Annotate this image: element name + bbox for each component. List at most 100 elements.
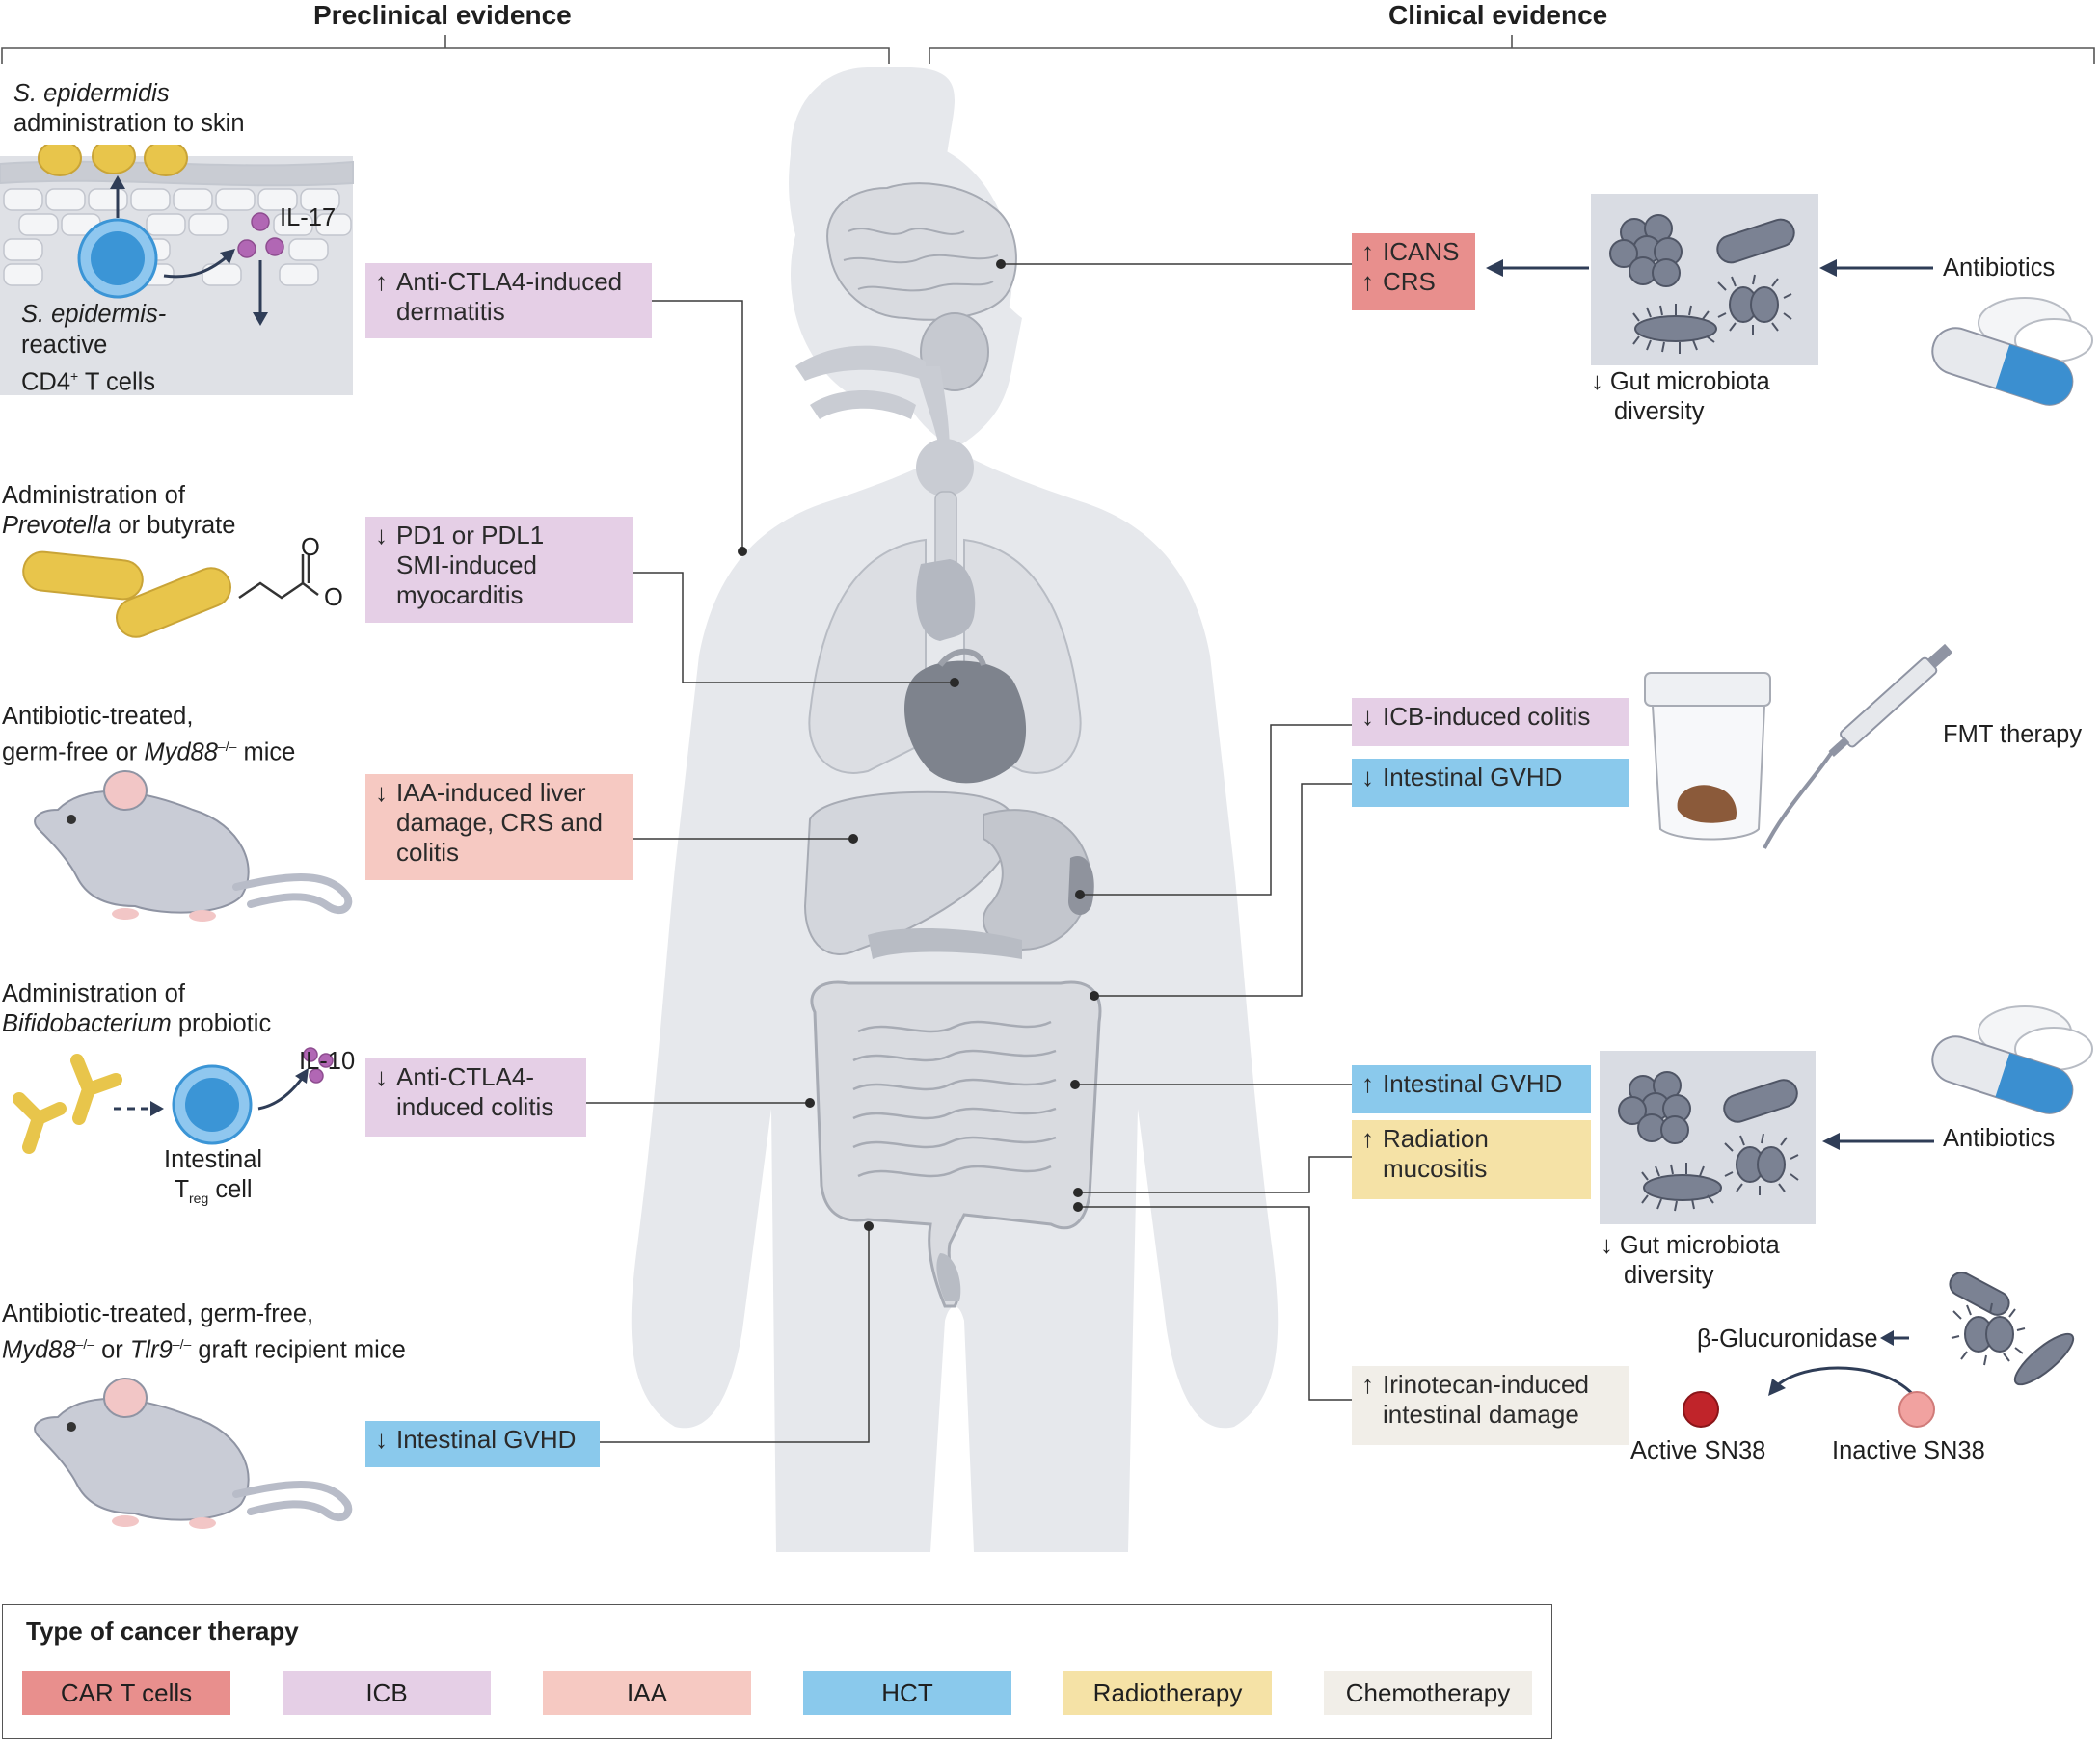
mice1-title: Antibiotic-treated, germ-free or Myd88–/… [2, 702, 295, 768]
effect-line: SMI-induced [396, 550, 537, 579]
pill-capsule-icon-2 [1931, 1005, 2093, 1114]
effect-line: IAA-induced liver [396, 778, 586, 807]
bifido-species: Bifidobacterium [2, 1010, 172, 1037]
effect-icb-colitis: ↓ ICB-induced colitis [1352, 698, 1629, 746]
treg-t: T [174, 1176, 190, 1203]
large-intestine [810, 980, 1102, 1308]
legend-hct: HCT [803, 1671, 1011, 1715]
skin-title-rest: administration to skin [13, 110, 245, 137]
arrows-row-1 [1486, 259, 1933, 277]
legend-car-t: CAR T cells [22, 1671, 230, 1715]
gut-diversity-1-line2: diversity [1614, 398, 1705, 425]
legend-chemotherapy: Chemotherapy [1324, 1671, 1532, 1715]
effect-line: CRS [1383, 267, 1436, 296]
effect-arrow: ↓ [375, 521, 388, 549]
effect-pd1-myocarditis: ↓ PD1 or PDL1 SMI-induced myocarditis [365, 517, 633, 623]
antibiotics-label-1: Antibiotics [1943, 254, 2056, 281]
brain [826, 182, 1017, 321]
microbiota-panel-2 [1600, 1051, 1816, 1224]
inactive-sn38-label: Inactive SN38 [1832, 1437, 1985, 1464]
mice2-or: or [94, 1336, 130, 1364]
arrow-antibiotics-2 [1822, 1133, 1934, 1150]
bifido-rest: probiotic [171, 1010, 272, 1037]
legend-radiotherapy: Radiotherapy [1063, 1671, 1272, 1715]
active-sn38-label: Active SN38 [1630, 1437, 1766, 1464]
gut-diversity-2: ↓ Gut microbiota diversity [1601, 1231, 1780, 1291]
mice2-gene2: Tlr9 [129, 1336, 173, 1364]
effect-arrow: ↑ [1361, 1370, 1374, 1399]
glucuronidase-label: β-Glucuronidase [1697, 1326, 1878, 1353]
il17-label: IL-17 [280, 204, 337, 231]
effect-line: mucositis [1383, 1154, 1488, 1183]
effect-arrow: ↓ [1361, 702, 1374, 731]
effect-arrow: ↑ [1361, 237, 1374, 266]
effect-right-gvhd-down: ↓ Intestinal GVHD [1352, 759, 1629, 807]
header-brackets [1, 35, 2095, 64]
effect-line: colitis [396, 838, 460, 867]
mice1-sup: –/– [217, 738, 237, 754]
mice1-line1: Antibiotic-treated, [2, 703, 194, 730]
prevotella-line1: Administration of [2, 482, 185, 509]
preclinical-header: Preclinical evidence [313, 0, 572, 30]
effect-arrow: ↑ [1361, 1069, 1374, 1098]
gut-diversity-2-line2: diversity [1624, 1262, 1714, 1289]
effect-line: dermatitis [396, 297, 505, 326]
mice2-gene1: Myd88 [2, 1336, 76, 1364]
effect-line: ICB-induced colitis [1383, 702, 1591, 731]
mice2-line1: Antibiotic-treated, germ-free, [2, 1300, 314, 1327]
skin-cell-cd4: CD4 [21, 368, 71, 396]
effect-arrow: ↑ [1361, 1124, 1374, 1153]
butyrate-o-side: O [324, 584, 343, 611]
mouse-icon-2 [34, 1378, 353, 1529]
bifido-title: Administration of Bifidobacterium probio… [2, 979, 271, 1039]
fmt-label: FMT therapy [1943, 721, 2083, 748]
effect-line: ICANS [1383, 237, 1460, 266]
effect-arrow: ↓ [1361, 763, 1374, 791]
prevotella-title: Administration of Prevotella or butyrate [2, 481, 235, 541]
fmt-jar-and-syringe-icon [1644, 643, 1953, 849]
left-lung [808, 538, 927, 774]
effect-line: Intestinal GVHD [1383, 1069, 1563, 1098]
prevotella-rest: or butyrate [111, 512, 236, 539]
skin-cell-sup: + [70, 368, 79, 384]
skin-cell-rest: T cells [78, 368, 156, 396]
effect-arrow: ↑ [1361, 267, 1374, 296]
effect-arrow: ↓ [375, 1425, 388, 1454]
skin-cell-label: S. epidermis- reactive CD4+ T cells [21, 299, 166, 398]
effect-radiation-mucositis: ↑ Radiation mucositis [1352, 1120, 1591, 1199]
effect-line: myocarditis [396, 580, 524, 609]
skin-cell-line2: reactive [21, 332, 108, 359]
effect-irinotecan-damage: ↑Irinotecan-induced intestinal damage [1352, 1366, 1629, 1445]
effect-right-gvhd-up: ↑ Intestinal GVHD [1352, 1065, 1591, 1113]
effect-line: Radiation [1383, 1124, 1489, 1153]
mice2-sup2: –/– [172, 1336, 192, 1352]
mice1-line2b: mice [236, 738, 296, 766]
stomach [983, 809, 1091, 951]
bifido-illustration [13, 1047, 334, 1154]
mice2-title: Antibiotic-treated, germ-free, Myd88–/– … [2, 1299, 406, 1366]
effect-icans-crs: ↑ ICANS ↑ CRS [1352, 233, 1475, 310]
prevotella-illustration [22, 550, 319, 638]
antibiotics-label-2: Antibiotics [1943, 1125, 2056, 1152]
sn38-illustration [1683, 1272, 2075, 1428]
skin-title: S. epidermidis administration to skin [13, 79, 245, 139]
effect-line: intestinal damage [1383, 1400, 1579, 1429]
effect-line: PD1 or PDL1 [396, 521, 545, 549]
effect-anti-ctla4-colitis: ↓Anti-CTLA4- induced colitis [365, 1058, 586, 1137]
microbiota-icons-2 [1618, 1071, 1799, 1212]
mice1-gene: Myd88 [144, 738, 218, 766]
mouse-icon-1 [34, 770, 353, 922]
legend: Type of cancer therapy CAR T cells ICB I… [2, 1604, 1552, 1739]
effect-line: Intestinal GVHD [1383, 763, 1563, 791]
legend-title: Type of cancer therapy [26, 1617, 299, 1646]
effect-line: Intestinal GVHD [396, 1425, 577, 1454]
effect-anti-ctla4-dermatitis: ↑Anti-CTLA4-induced dermatitis [365, 263, 652, 338]
gut-diversity-1: ↓ Gut microbiota diversity [1591, 367, 1770, 427]
microbiota-panel-1 [1591, 194, 1818, 365]
effect-iaa-liver-damage: ↓IAA-induced liver damage, CRS and colit… [365, 774, 633, 880]
mice2-sup1: –/– [75, 1336, 95, 1352]
skin-title-species: S. epidermidis [13, 80, 170, 107]
skin-cell-species: S. epidermis- [21, 301, 167, 328]
legend-icb: ICB [283, 1671, 491, 1715]
